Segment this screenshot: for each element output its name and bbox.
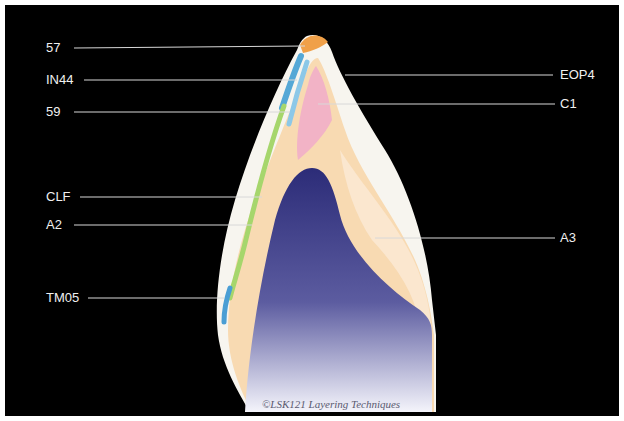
enamel [217,35,436,412]
leader-line [84,80,297,81]
leader-line [318,104,555,105]
leader-line [74,112,290,113]
incisal-layer [300,36,328,53]
clear-layer [230,106,284,298]
leader-line [345,75,553,76]
watermark: ©LSK121 Layering Techniques [262,396,400,412]
shade-label: A3 [560,230,576,246]
background [5,5,619,416]
dentin-layer [228,58,434,412]
translucent-layer [289,62,307,124]
shade-label: TM05 [46,290,79,306]
leader-line [80,197,262,198]
shade-label: 59 [46,104,60,120]
shade-label: C1 [560,96,577,112]
leader-lines [74,46,555,298]
leader-line [88,298,224,299]
leader-line [74,46,305,48]
leader-line [74,225,252,226]
pulp [245,168,432,412]
shade-label: A2 [46,217,62,233]
shade-label: IN44 [46,72,73,88]
shade-label: EOP4 [560,67,595,83]
cervical-blue-layer [224,288,230,322]
shade-label: 57 [46,40,60,56]
shade-label: CLF [46,189,71,205]
leader-line [375,238,555,239]
